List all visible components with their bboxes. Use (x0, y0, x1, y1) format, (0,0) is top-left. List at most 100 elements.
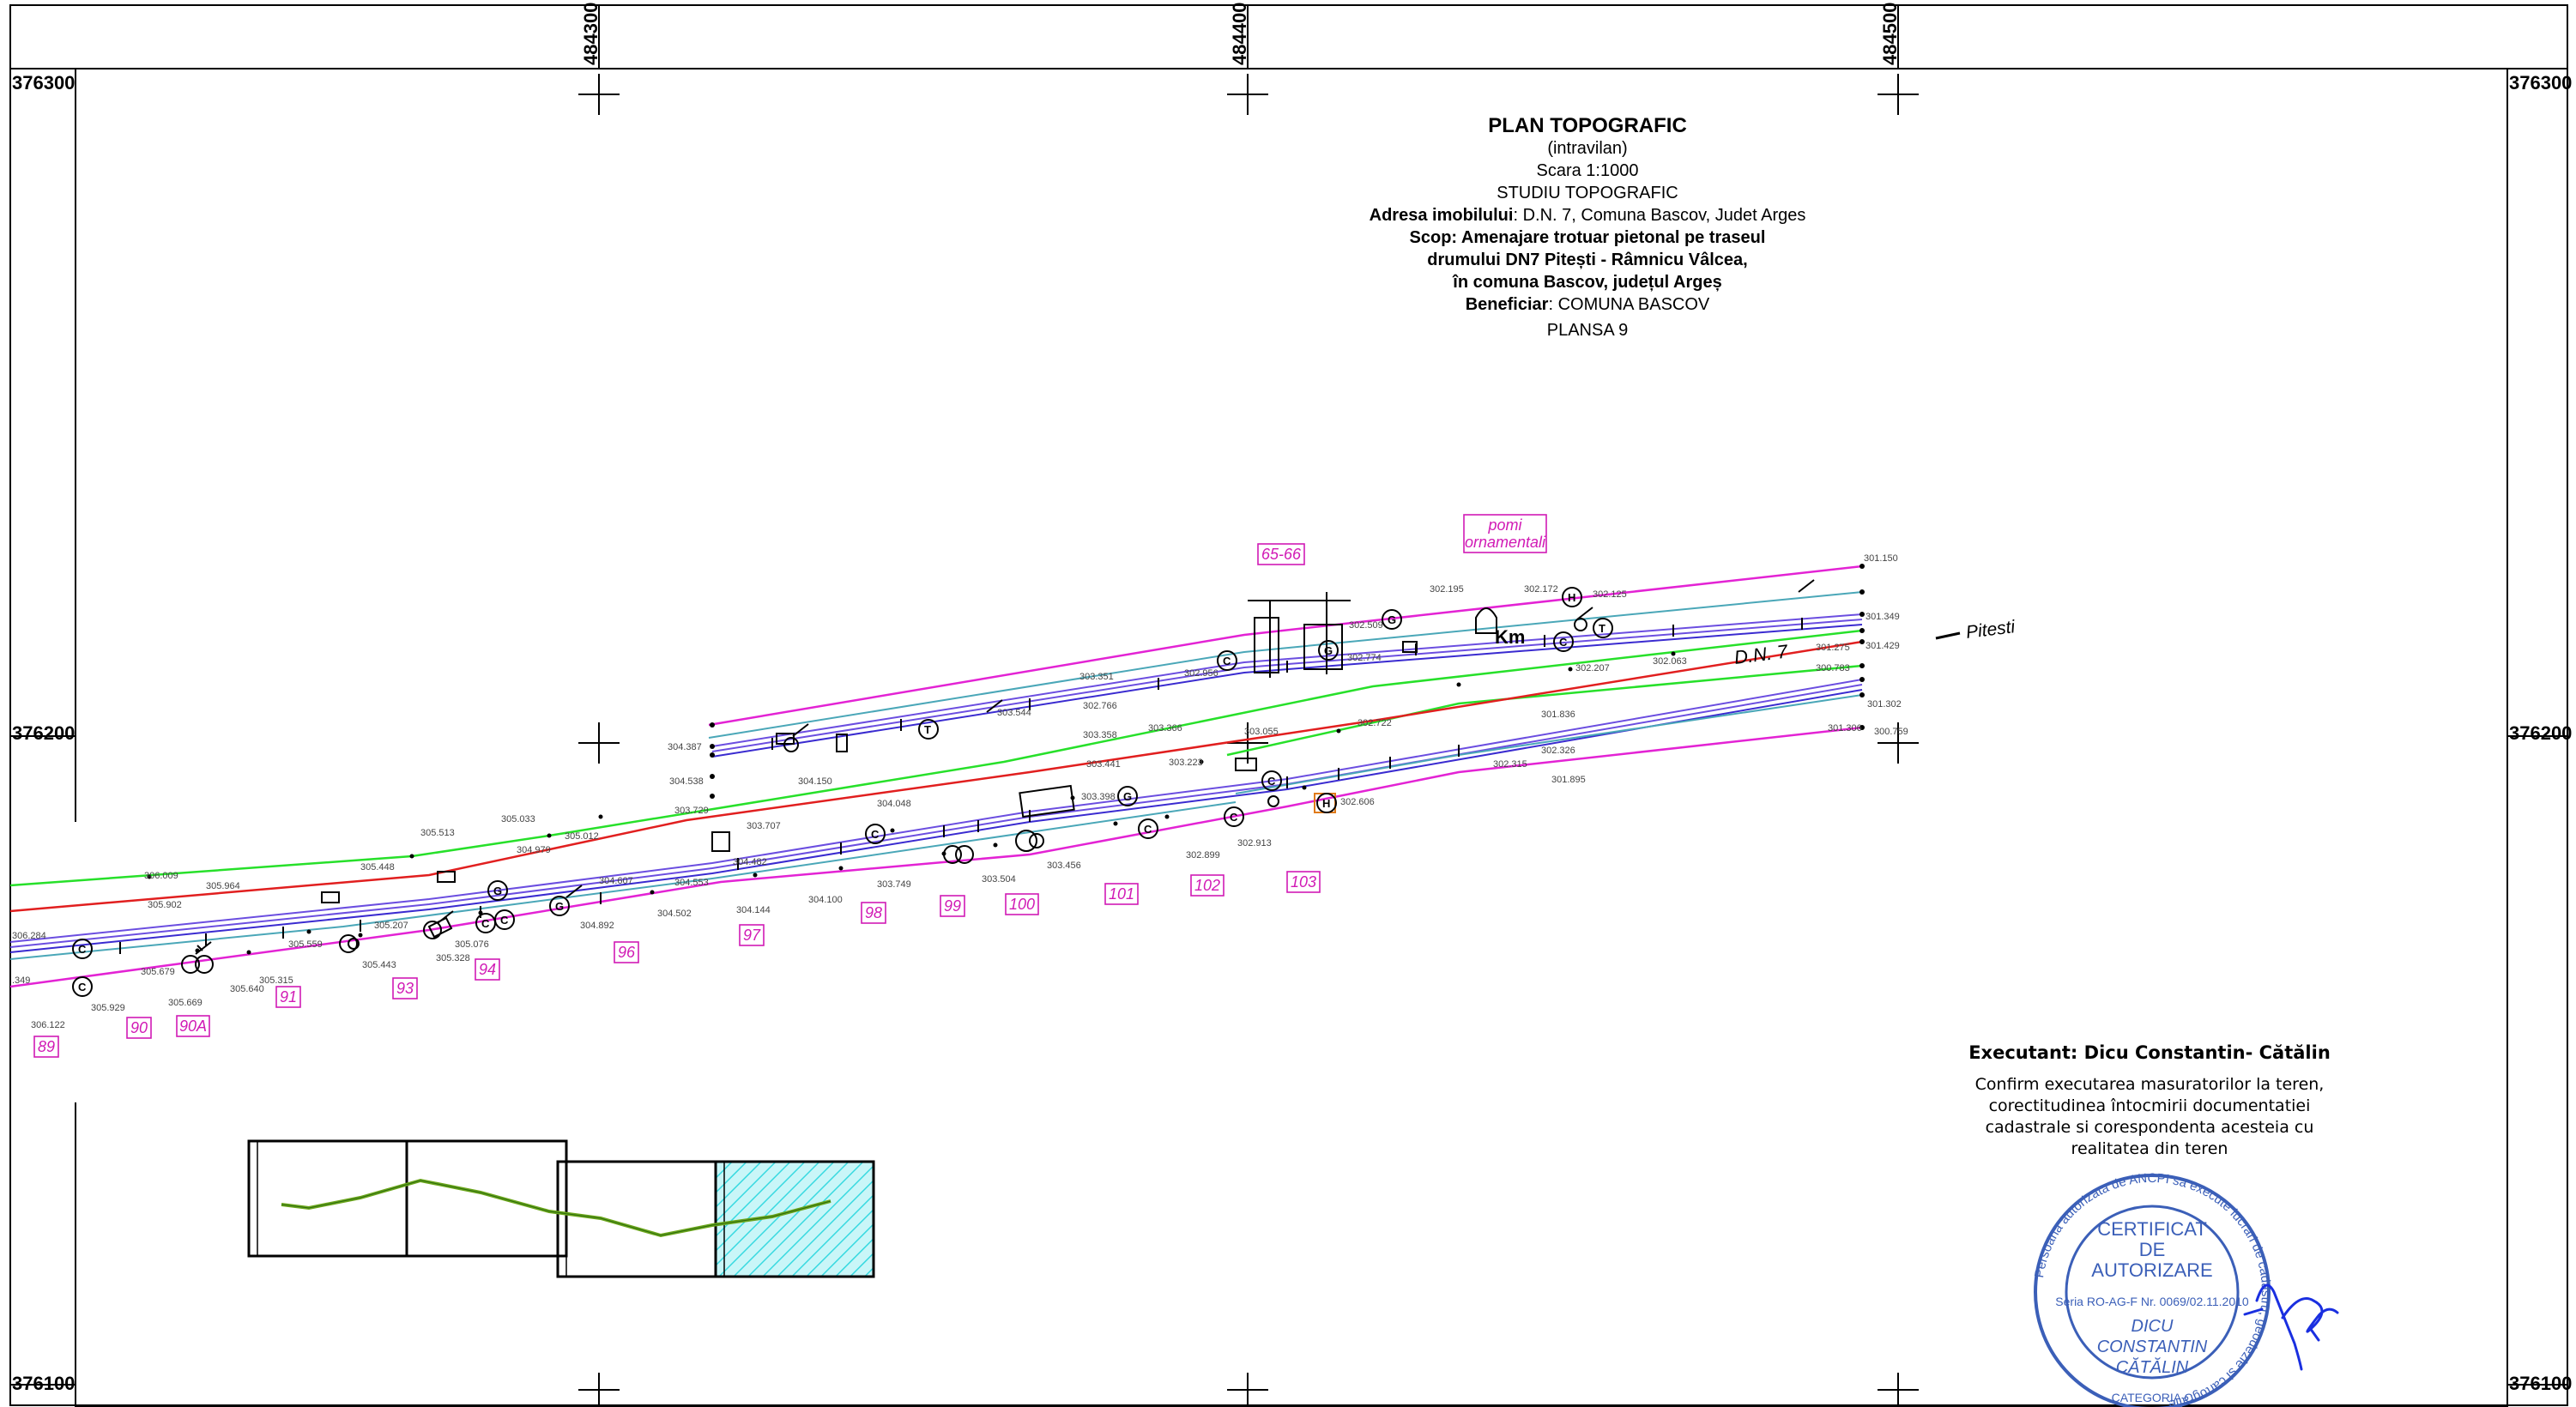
executant-line-1: Confirm executarea masuratorilor la tere… (1974, 1075, 2325, 1094)
svg-text:G: G (1388, 613, 1396, 626)
easting-labels: 484300 484400 484500 (580, 3, 1901, 65)
plan-study: STUDIU TOPOGRAFIC (1497, 184, 1678, 202)
structures (321, 592, 1497, 939)
svg-text:C: C (78, 981, 87, 993)
map-frame-inner (75, 68, 2508, 1407)
elevation-label: 305.679 (141, 967, 175, 977)
plan-address: Adresa imobilului: D.N. 7, Comuna Bascov… (1253, 204, 1922, 226)
elevation-label: 301.836 (1541, 710, 1575, 720)
title-block: PLAN TOPOGRAFIC (intravilan) Scara 1:100… (1253, 115, 1922, 341)
road-edge-3 (9, 689, 1863, 953)
lot-number: 101 (1104, 883, 1139, 905)
svg-text:102: 102 (1194, 877, 1220, 894)
svg-text:G: G (1123, 790, 1132, 803)
road-edge-1 (9, 679, 1863, 943)
elevation-label: 305.559 (288, 939, 323, 950)
easting-label-1: 484300 (580, 3, 602, 65)
elevation-label: 302.172 (1524, 584, 1558, 595)
plan-title: PLAN TOPOGRAFIC (1488, 114, 1687, 137)
plan-sheet: PLANSA 9 (1546, 321, 1629, 340)
magenta-top-line (708, 565, 1863, 727)
elevation-label: 302.913 (1237, 838, 1272, 848)
northing-label-left-1: 376300 (12, 72, 75, 94)
teal-line-1 (708, 591, 1863, 739)
road-edge-5 (711, 619, 1863, 752)
svg-text:100: 100 (1009, 896, 1035, 913)
svg-text:DICU: DICU (2132, 1317, 2174, 1336)
elevation-label: 303.223 (1169, 758, 1203, 768)
lot-number: 98 (861, 902, 886, 924)
elevation-label: 303.351 (1079, 672, 1114, 682)
elevation-label: 303.729 (674, 806, 709, 816)
svg-text:T: T (924, 723, 931, 736)
elevation-label: 303.707 (747, 821, 781, 831)
elevation-label: 305.669 (168, 998, 203, 1008)
svg-text:101: 101 (1109, 885, 1134, 903)
elevation-label: 301.302 (1867, 699, 1902, 710)
elevation-label: 303.504 (982, 874, 1016, 885)
plan-scope-2: drumului DN7 Pitești - Râmnicu Vâlcea, (1427, 251, 1748, 269)
northing-label-right-2: 376200 (2509, 722, 2572, 744)
lot-number: 93 (392, 977, 418, 999)
elevation-label: 301.429 (1865, 641, 1900, 651)
map-frame-outer (9, 4, 2568, 1406)
svg-text:C: C (481, 917, 490, 930)
lot-number: 99 (940, 895, 965, 917)
elevation-label: 304.482 (733, 857, 767, 867)
svg-text:CĂTĂLIN: CĂTĂLIN (2116, 1357, 2189, 1377)
svg-text:CATEGORIA C: CATEGORIA C (2112, 1391, 2193, 1404)
km-marker-label: Km (1495, 626, 1525, 648)
plan-scope-3: în comuna Bascov, județul Argeș (1453, 273, 1722, 292)
northing-label-left-2: 376200 (12, 722, 75, 744)
plan-subtitle: (intravilan) (1547, 139, 1628, 158)
elevation-label: 304.100 (808, 895, 843, 905)
svg-text:G: G (1324, 644, 1333, 657)
svg-text:H: H (1322, 797, 1330, 810)
overview-inset (247, 1139, 875, 1278)
elevation-label: 306.122 (31, 1020, 65, 1030)
svg-text:89: 89 (38, 1038, 55, 1055)
elevation-label: 305.012 (565, 831, 599, 842)
elevation-label: 305.328 (436, 953, 470, 963)
lot-number: 94 (475, 958, 500, 981)
svg-text:H: H (1568, 591, 1575, 604)
elevation-label: .349 (12, 975, 30, 986)
authorization-stamp: Persoana autorizata de ANCPI sa execute … (2032, 1171, 2273, 1407)
orchard-label-2: ornamentali (1465, 534, 1546, 551)
elevation-label: 304.553 (674, 878, 709, 888)
elevation-label: 305.929 (91, 1003, 125, 1013)
lot-number: 96 (614, 941, 639, 963)
beneficiary-label: Beneficiar (1465, 295, 1549, 314)
svg-text:Seria RO-AG-F Nr. 0069/02.11.: Seria RO-AG-F Nr. 0069/02.11.2010 (2055, 1295, 2249, 1308)
elevation-label: 306.009 (144, 871, 178, 881)
lot-number: 90A (176, 1015, 210, 1037)
elevation-label: 305.315 (259, 975, 293, 986)
svg-text:103: 103 (1291, 873, 1316, 891)
direction-label: Pitesti (1965, 617, 2017, 643)
svg-text:94: 94 (479, 961, 496, 978)
lot-65-66-label: 65-66 (1261, 546, 1302, 563)
svg-text:G: G (555, 900, 564, 913)
elevation-label: 304.048 (877, 799, 911, 809)
svg-text:90: 90 (130, 1019, 148, 1036)
elevation-label: 302.326 (1541, 746, 1575, 756)
elevation-label: 302.207 (1575, 663, 1610, 673)
elevation-label: 305.448 (360, 862, 395, 873)
elevation-label: 302.125 (1593, 589, 1627, 600)
elevation-label: 305.902 (148, 900, 182, 910)
elevation-label: 302.899 (1186, 850, 1220, 861)
svg-text:C: C (78, 943, 87, 956)
northing-label-right-3: 376100 (2509, 1373, 2572, 1394)
executant-line-3: cadastrale si corespondenta acesteia cu (1985, 1118, 2314, 1137)
svg-text:91: 91 (280, 988, 297, 1005)
elevation-label: 302.195 (1430, 584, 1464, 595)
executant-line-2: corectitudinea întocmirii documentatiei (1988, 1096, 2311, 1115)
northing-label-left-3: 376100 (12, 1373, 75, 1394)
lot-numbers: 89 90 90A 91 93 94 96 97 98 99 100 101 1… (33, 871, 1321, 1058)
survey-points (147, 564, 1865, 955)
svg-text:C: C (1267, 775, 1276, 788)
elevation-label: 304.387 (668, 742, 702, 752)
elevation-label: 303.456 (1047, 861, 1081, 871)
utility-poles: C C C C G G C T G C C C H C G G H C T (72, 587, 1613, 997)
northing-labels: 376300 376200 376100 376300 376200 37610… (12, 72, 2572, 1394)
